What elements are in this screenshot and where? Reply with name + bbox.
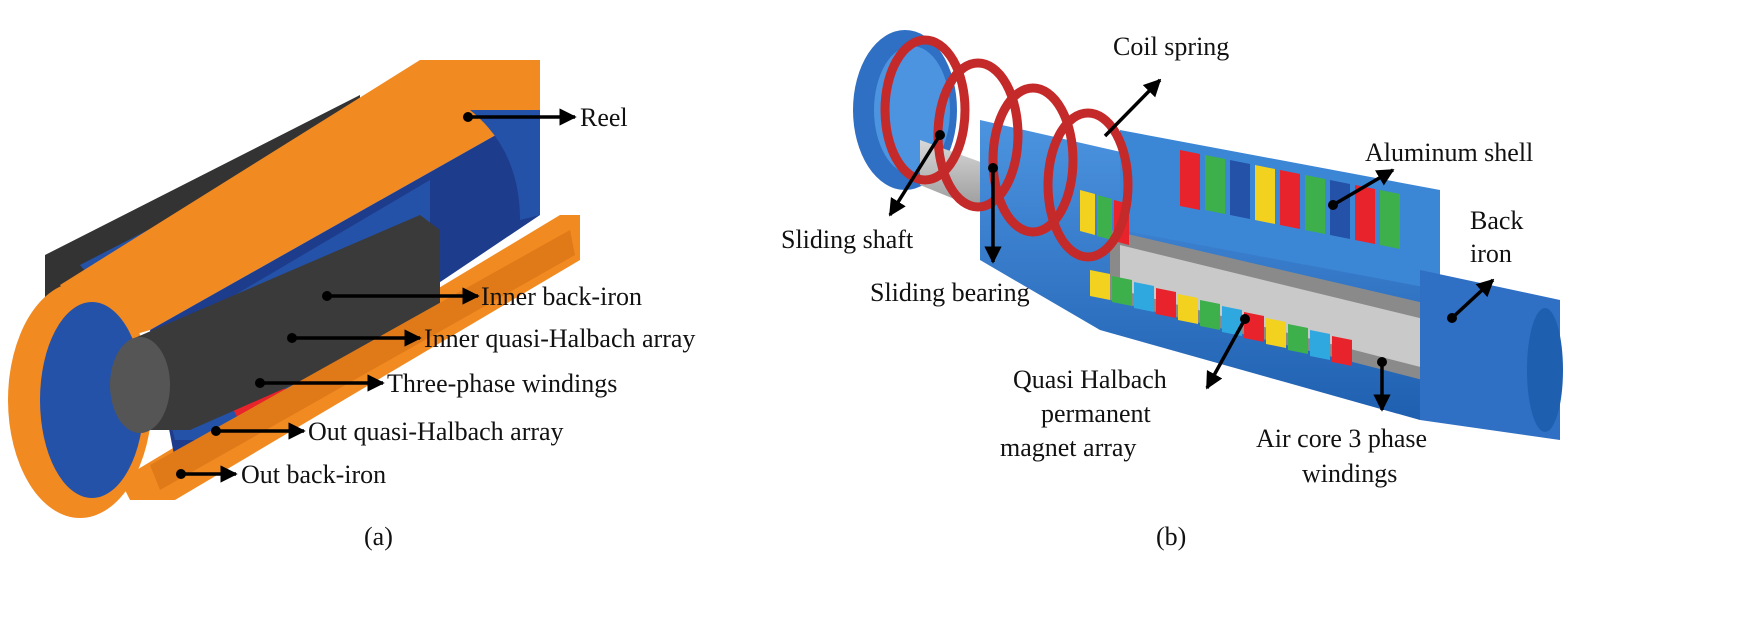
panel-a-annotations: Reel Inner back-iron Inner quasi-Halbach… [176, 103, 695, 551]
caption-b: (b) [1156, 522, 1186, 551]
label-magnet-2: permanent [1041, 399, 1152, 428]
panel-b [853, 30, 1563, 440]
caption-a: (a) [364, 522, 393, 551]
panel-b-annotations: Coil spring Aluminum shell Back iron Sli… [781, 32, 1533, 551]
label-out-back-iron: Out back-iron [241, 460, 386, 489]
label-air-core-2: windings [1302, 459, 1397, 488]
reel-body-top [60, 60, 540, 345]
label-coil-spring: Coil spring [1113, 32, 1229, 61]
shell-magnet-strip [1180, 150, 1400, 249]
label-inner-back-iron: Inner back-iron [481, 282, 642, 311]
inner-back-iron-shape [130, 215, 440, 430]
inner-back-iron-face [110, 337, 170, 433]
label-magnet-3: magnet array [1000, 433, 1136, 462]
label-magnet-1: Quasi Halbach [1013, 365, 1167, 394]
reel-end-cavity [470, 110, 540, 220]
label-sliding-shaft: Sliding shaft [781, 225, 914, 254]
label-sliding-bearing: Sliding bearing [870, 278, 1030, 307]
reel-inner-face [40, 302, 144, 498]
tail-end-face [1527, 308, 1563, 432]
label-air-core-1: Air core 3 phase [1256, 424, 1427, 453]
label-back-2: iron [1470, 239, 1512, 268]
label-reel: Reel [580, 103, 628, 132]
tail-section [1420, 270, 1560, 440]
label-aluminum-shell: Aluminum shell [1365, 138, 1533, 167]
label-windings: Three-phase windings [387, 369, 617, 398]
label-back-1: Back [1470, 206, 1523, 235]
label-out-array: Out quasi-Halbach array [308, 417, 564, 446]
label-inner-array: Inner quasi-Halbach array [424, 324, 695, 353]
coil-spring-shape [880, 35, 1133, 262]
